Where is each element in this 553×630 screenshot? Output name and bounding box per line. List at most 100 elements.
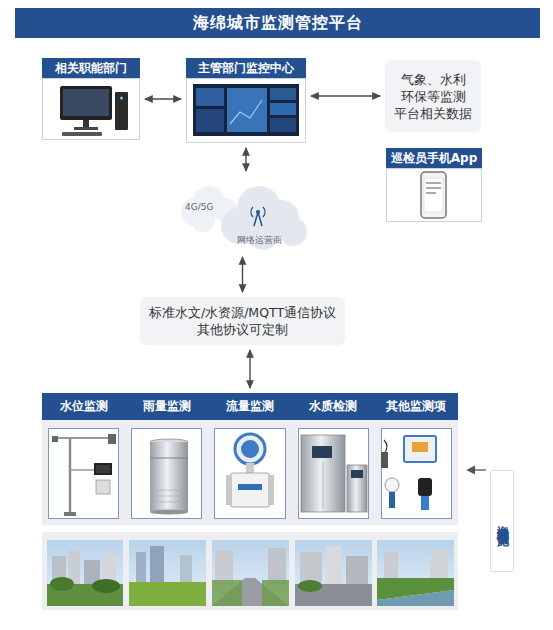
- city-photo: [180, 555, 192, 582]
- computer-icon: [120, 97, 123, 100]
- cloud-text: 网络运营商: [237, 234, 282, 247]
- flow-meter: [246, 463, 254, 473]
- node-title: 巡检员手机App: [391, 150, 477, 167]
- side-label: 海绵城市基础设施: [490, 470, 514, 572]
- city-photo: [377, 578, 454, 600]
- title-banner: 海绵城市监测管控平台: [15, 8, 540, 38]
- header-bar: 主管部门监控中心: [186, 58, 306, 78]
- info-box: 标准水文/水资源/MQTT通信协议 其他协议可定制: [140, 297, 345, 345]
- water-quality-cabinet: [312, 446, 332, 458]
- flow-meter: [238, 484, 262, 490]
- header-bar: 水位监测: [42, 393, 125, 420]
- water-level-station: [52, 436, 58, 442]
- node-title: 水位监测: [60, 398, 108, 415]
- panel-background: [42, 393, 458, 610]
- phone-icon: [426, 187, 441, 189]
- water-level-station: [96, 480, 110, 494]
- city-photo: [300, 552, 322, 584]
- city-photo: [262, 580, 289, 606]
- sensor-group: [384, 440, 387, 454]
- rain-gauge: [150, 502, 188, 503]
- city-photo: [47, 540, 123, 606]
- monitor-item: 其他监测项: [375, 393, 458, 521]
- sensor-group: [421, 496, 429, 510]
- antenna-icon: [258, 212, 262, 226]
- flow-meter: [268, 475, 274, 505]
- computer-icon: [63, 89, 109, 116]
- flow-meter: [235, 434, 265, 464]
- computer-icon: [60, 86, 112, 120]
- computer-icon: [74, 127, 98, 130]
- header-bar: 雨量监测: [125, 393, 208, 420]
- phone-icon: [426, 182, 441, 184]
- rain-gauge: [150, 439, 188, 445]
- city-photo: [377, 540, 454, 606]
- side-label-text: 海绵城市基础设施: [495, 517, 510, 525]
- city-photo: [295, 540, 372, 606]
- dashboard-screen: [196, 88, 224, 106]
- image-frame: [214, 428, 285, 519]
- rain-gauge: [150, 439, 188, 515]
- node-title: 其他监测项: [386, 398, 446, 415]
- sensor-group: [404, 436, 436, 462]
- side-arrow: [468, 469, 486, 470]
- city-photo: [102, 554, 116, 586]
- city-photo: [377, 590, 454, 606]
- water-quality-cabinet: [323, 462, 324, 508]
- city-photo: [295, 584, 372, 606]
- image-frame: [48, 428, 119, 519]
- water-level-station: [108, 434, 116, 444]
- city-photo: [212, 580, 242, 606]
- city-photo: [136, 552, 146, 582]
- water-level-station: [52, 434, 116, 516]
- water-level-station: [69, 437, 72, 514]
- dashboard-screen: [270, 118, 296, 132]
- city-photo: [50, 577, 74, 591]
- rain-gauge: [150, 510, 188, 515]
- device-box: 相关职能部门: [42, 58, 140, 140]
- water-level-station: [96, 465, 110, 473]
- antenna-icon: [251, 207, 265, 226]
- rain-gauge: [150, 458, 188, 459]
- city-photo: [215, 550, 233, 584]
- water-quality-cabinet: [351, 470, 363, 478]
- water-quality-cabinet: [301, 435, 367, 512]
- city-photo: [212, 540, 289, 606]
- city-photo: [84, 560, 100, 586]
- water-quality-cabinet: [347, 465, 367, 512]
- city-photo: [47, 584, 123, 606]
- header-bar: 流量监测: [208, 393, 291, 420]
- connector-arrow: [145, 98, 181, 99]
- info-text: 标准水文/水资源/MQTT通信协议 其他协议可定制: [148, 304, 337, 338]
- dashboard-screen: [193, 84, 299, 136]
- flow-meter: [230, 473, 270, 507]
- rain-gauge: [150, 496, 188, 497]
- node-title: 流量监测: [226, 398, 274, 415]
- rain-gauge: [150, 490, 188, 491]
- connector-arrow: [245, 148, 246, 171]
- dashboard-screen: [193, 84, 299, 136]
- flow-meter: [241, 440, 259, 458]
- water-level-station: [64, 512, 76, 516]
- monitor-item: 水质检测: [292, 393, 375, 521]
- city-photo: [92, 579, 120, 593]
- city-photo: [52, 556, 66, 586]
- phone-icon: [424, 178, 443, 212]
- dashboard-screen: [270, 103, 296, 115]
- water-level-station: [54, 437, 112, 439]
- dashboard-screen: [196, 109, 224, 132]
- computer-icon: [83, 120, 89, 127]
- header-bar: 相关职能部门: [42, 58, 140, 78]
- image-frame: [298, 428, 369, 519]
- device-box: 主管部门监控中心: [186, 58, 306, 143]
- monitor-item: 雨量监测: [125, 393, 208, 521]
- city-photo: [298, 580, 322, 592]
- dashboard-screen: [270, 88, 296, 100]
- cloud-shape: [221, 186, 307, 250]
- panel-background: [42, 393, 458, 525]
- computer-icon: [60, 86, 128, 136]
- cloud-shape: [279, 218, 307, 246]
- antenna-icon: [256, 210, 260, 214]
- flow-meter: [226, 475, 232, 505]
